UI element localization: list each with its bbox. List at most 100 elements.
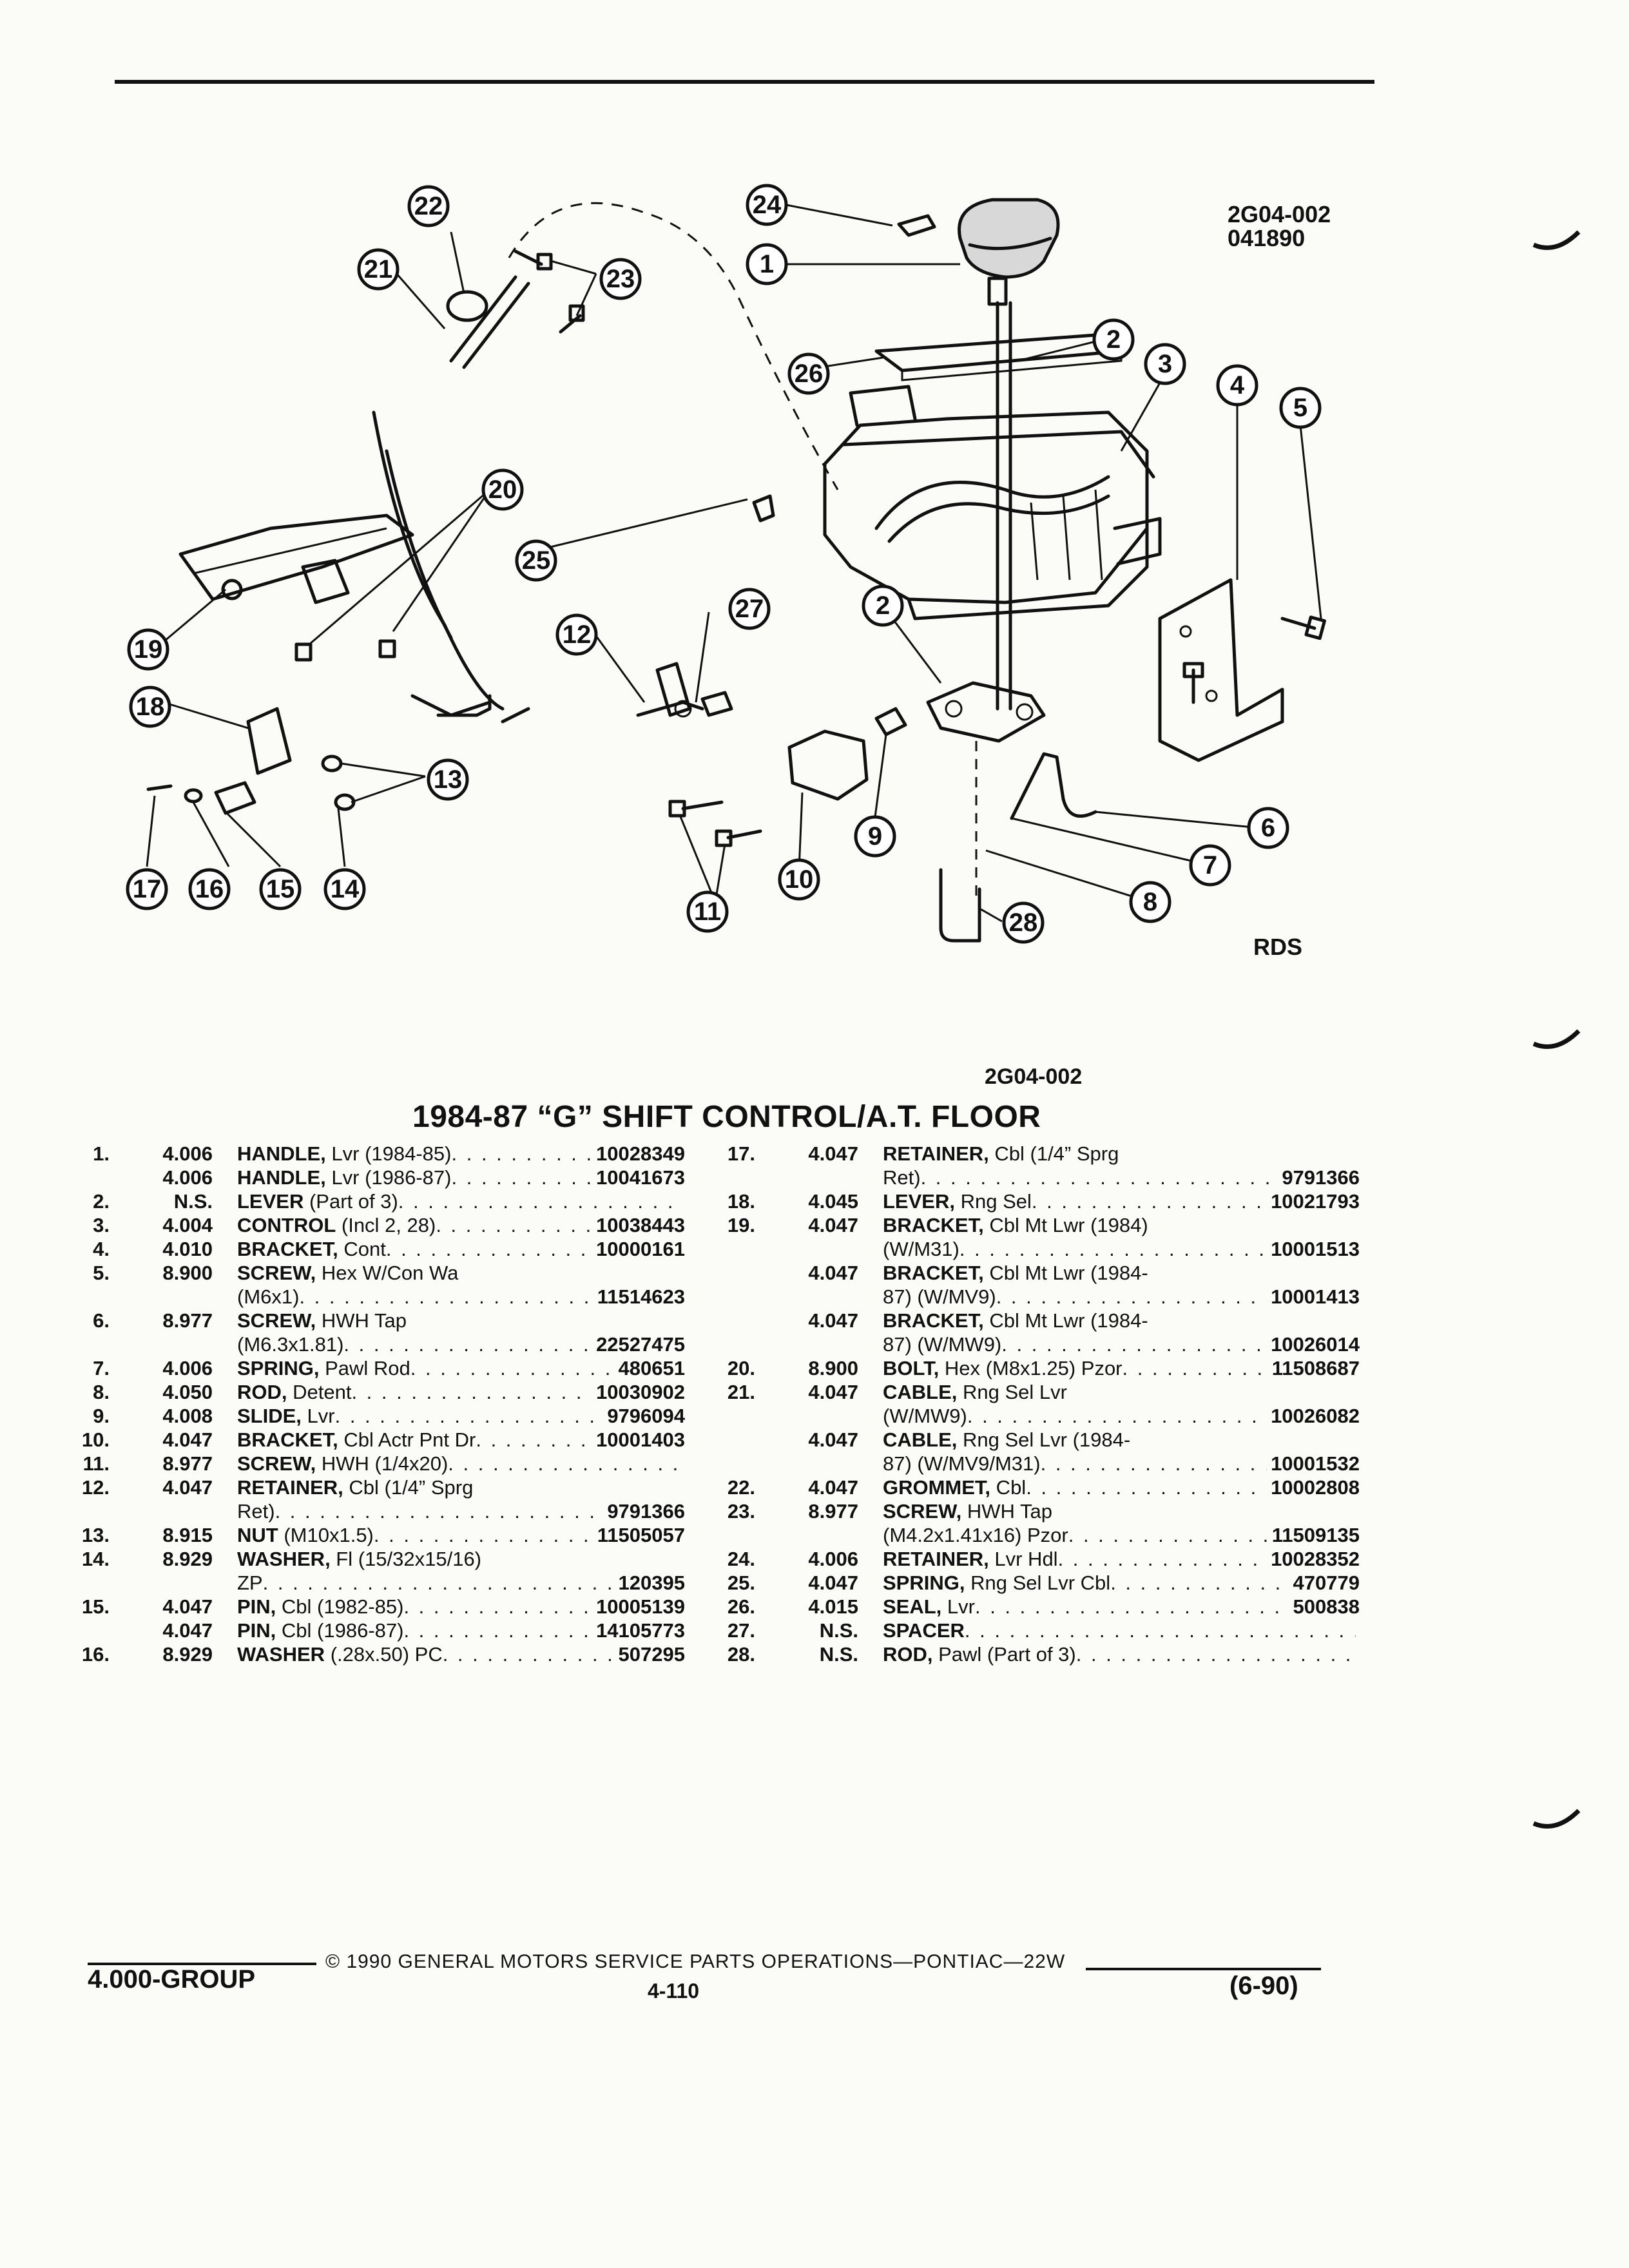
parts-row: (M4.2x1.41x16) Pzor11509135 <box>715 1523 1360 1547</box>
leader-dots <box>921 1166 1278 1189</box>
part-name: ROD, <box>883 1643 933 1666</box>
part-description: SEAL, Lvr500838 <box>883 1595 1360 1619</box>
group-number: 4.047 <box>808 1476 858 1499</box>
leader-dots <box>1110 1571 1289 1595</box>
item-number <box>715 1285 755 1309</box>
part-number <box>1052 1499 1056 1523</box>
footer-page-number: 4-110 <box>648 1979 700 2003</box>
part-detail: Cbl Actr Pnt Dr <box>338 1428 476 1451</box>
part-detail: HWH Tap <box>316 1309 407 1332</box>
footer-date: (6-90) <box>1229 1972 1298 2000</box>
svg-text:25: 25 <box>522 546 551 575</box>
part-number: 11508687 <box>1271 1357 1360 1379</box>
part-number <box>1067 1380 1071 1404</box>
part-number <box>481 1547 485 1571</box>
group-number: 4.006 <box>162 1142 213 1165</box>
part-number: 10028352 <box>1271 1548 1360 1570</box>
pawl-rod-28 <box>939 868 981 943</box>
part-detail: Cbl Mt Lwr (1984) <box>983 1214 1148 1236</box>
part-number: 500838 <box>1293 1595 1360 1618</box>
part-description: SCREW, HWH (1/4x20) <box>237 1452 685 1475</box>
group-number: 8.900 <box>162 1262 213 1284</box>
item-number: 18. <box>727 1190 755 1213</box>
part-detail: Lvr Hdl <box>988 1548 1058 1570</box>
parts-row: (W/M31)10001513 <box>715 1237 1360 1261</box>
part-number <box>1148 1213 1152 1237</box>
item-number: 7. <box>93 1357 110 1379</box>
leader-dots <box>448 1452 681 1475</box>
part-description: (M4.2x1.41x16) Pzor11509135 <box>883 1523 1360 1547</box>
part-name: RETAINER, <box>883 1142 989 1165</box>
leader-dots <box>374 1523 593 1547</box>
part-detail: (M6x1) <box>237 1285 300 1308</box>
part-number: 10000161 <box>596 1238 685 1260</box>
part-number: 9796094 <box>607 1405 685 1427</box>
item-number: 14. <box>81 1548 110 1570</box>
part-name: HANDLE, <box>237 1142 326 1165</box>
part-name: PIN, <box>237 1619 276 1642</box>
part-description: SCREW, HWH Tap <box>883 1499 1360 1523</box>
leader-dots <box>410 1356 615 1380</box>
leader-dots <box>351 1380 592 1404</box>
item-number: 20. <box>727 1357 755 1379</box>
svg-text:14: 14 <box>331 875 360 903</box>
parts-row: 87) (W/MV9/M31)10001532 <box>715 1452 1360 1475</box>
callout-17: 17 <box>126 868 168 910</box>
group-number: 4.047 <box>808 1381 858 1403</box>
group-number: 4.047 <box>162 1476 213 1499</box>
part-description: BRACKET, Cont10000161 <box>237 1237 685 1261</box>
group-number <box>110 1571 237 1595</box>
bracket-19-drawing <box>178 514 414 604</box>
part-name: CABLE, <box>883 1428 958 1451</box>
item-number <box>715 1309 755 1332</box>
leader-dots <box>476 1428 592 1452</box>
leader-dots <box>1058 1547 1267 1571</box>
group-number: N.S. <box>819 1619 858 1642</box>
part-name: SPACER <box>883 1619 965 1642</box>
callout-11: 11 <box>686 890 729 933</box>
part-name: SPRING, <box>883 1571 965 1594</box>
group-number: N.S. <box>173 1190 213 1213</box>
part-name: BRACKET, <box>883 1262 984 1284</box>
part-detail: Cbl (1/4” Sprg <box>343 1476 474 1499</box>
item-number: 1. <box>93 1142 110 1165</box>
part-description: LEVER (Part of 3) <box>237 1189 685 1213</box>
leader-dots <box>299 1285 593 1309</box>
group-number <box>110 1332 237 1356</box>
group-number: 4.047 <box>808 1309 858 1332</box>
part-detail: (.28x.50) PC <box>325 1643 443 1666</box>
svg-text:19: 19 <box>134 635 163 664</box>
part-description: BRACKET, Cbl Mt Lwr (1984- <box>883 1261 1360 1285</box>
part-number: 11509135 <box>1271 1524 1360 1546</box>
callout-26: 26 <box>787 352 830 395</box>
callout-16: 16 <box>188 868 231 910</box>
part-number: 10041673 <box>596 1166 685 1189</box>
item-number: 11. <box>82 1452 110 1475</box>
svg-text:4: 4 <box>1230 371 1245 399</box>
grommet-22-drawing <box>446 290 488 322</box>
item-number: 3. <box>93 1214 110 1236</box>
svg-text:8: 8 <box>1143 888 1157 916</box>
part-number: 10002808 <box>1271 1476 1360 1499</box>
callout-22: 22 <box>407 185 450 227</box>
callout-18: 18 <box>129 686 171 728</box>
item-number: 27. <box>727 1619 755 1642</box>
part-number: 470779 <box>1293 1571 1360 1594</box>
item-number <box>715 1237 755 1261</box>
part-name: RETAINER, <box>883 1548 989 1570</box>
part-description: SPRING, Rng Sel Lvr Cbl470779 <box>883 1571 1360 1595</box>
svg-text:9: 9 <box>868 822 882 850</box>
group-number <box>755 1237 883 1261</box>
item-number <box>70 1619 110 1642</box>
group-number: 4.015 <box>808 1595 858 1618</box>
part-description: HANDLE, Lvr (1986-87)10041673 <box>237 1166 685 1189</box>
exploded-parts-diagram: 2G04-002 041890 RDS <box>126 184 1331 960</box>
bracket-10-drawing <box>787 729 869 801</box>
leader-lines <box>146 204 1322 923</box>
